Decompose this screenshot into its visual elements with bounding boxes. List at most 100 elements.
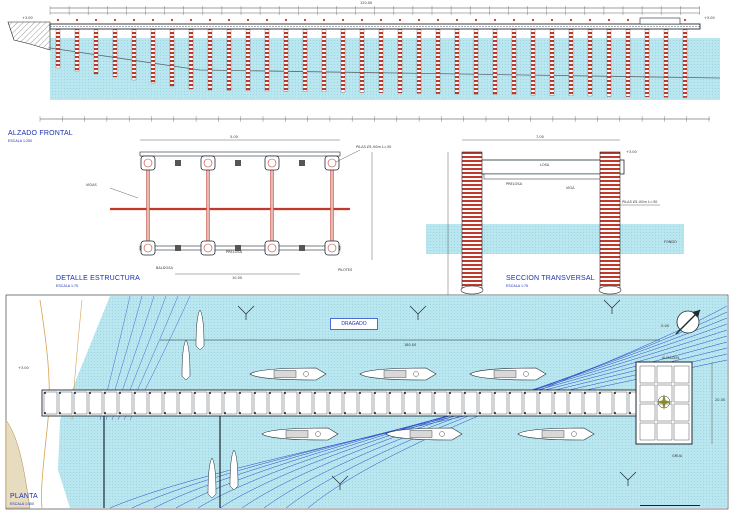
- frontal-title: ALZADO FRONTAL: [8, 130, 73, 137]
- plan-platform-cell: [656, 365, 673, 384]
- plan-pier-pile: [434, 412, 436, 414]
- plan-pier-cell: [538, 391, 553, 415]
- boat-mast: [413, 371, 419, 377]
- plan-pier-pile: [479, 392, 481, 394]
- plan-pier-pile: [569, 412, 571, 414]
- plan-pier-pile: [164, 392, 166, 394]
- plan-pier-cell: [433, 391, 448, 415]
- plan-shore-sand: [5, 419, 31, 509]
- plan-pier-pile: [614, 392, 616, 394]
- detail-pile: [267, 158, 277, 168]
- plan-pier-pile: [629, 412, 631, 414]
- plan-pier-pile: [389, 392, 391, 394]
- plan-contour: [131, 353, 728, 509]
- plan-platform-cell: [673, 422, 690, 441]
- plan-pier-pile: [224, 392, 226, 394]
- plan-pier-cell: [583, 391, 598, 415]
- plan-pier-pile: [569, 392, 571, 394]
- section-pile-right: [599, 151, 621, 291]
- frontal-pile: [302, 28, 308, 92]
- section-label-c: VIGA: [566, 186, 575, 190]
- frontal-pile: [454, 28, 460, 95]
- detail-pile: [203, 243, 213, 253]
- plan-pier-pile: [509, 412, 511, 414]
- section-label-d: PILAS Ø1.00m L=30: [622, 200, 658, 204]
- boat-mast: [303, 371, 309, 377]
- frontal-pile: [226, 28, 232, 91]
- plan-view: [5, 294, 729, 510]
- detail-bolt: [299, 160, 305, 166]
- plan-pier-pile: [374, 412, 376, 414]
- frontal-pile-marker: [417, 18, 421, 22]
- frontal-pile: [682, 28, 688, 98]
- plan-pier-cell: [373, 391, 388, 415]
- plan-pier-pile: [614, 412, 616, 414]
- section-label-e: +3.00: [626, 150, 637, 154]
- plan-pier-cell: [448, 391, 463, 415]
- plan-pier-pile: [344, 392, 346, 394]
- frontal-pile-marker: [531, 18, 535, 22]
- frontal-pile: [530, 28, 536, 96]
- plan-pier-cell: [283, 391, 298, 415]
- plan-platform-cell: [656, 422, 673, 441]
- plan-pier-cell: [193, 391, 208, 415]
- plan-pier-cell: [478, 391, 493, 415]
- frontal-pile-marker: [56, 18, 60, 22]
- plan-contour: [219, 329, 728, 509]
- boat-mast: [523, 371, 529, 377]
- plan-pier-cell: [463, 391, 478, 415]
- detail-dim-b: 10.00: [232, 276, 243, 280]
- plan-platform-cell: [673, 384, 690, 403]
- plan-boats-vertical: [181, 309, 239, 499]
- section-label-a: LOSA: [540, 163, 550, 167]
- plan-pier-pile: [59, 412, 61, 414]
- boat-mast: [315, 431, 321, 437]
- frontal-pile-marker: [341, 18, 345, 22]
- frontal-pile: [606, 28, 612, 97]
- frontal-pile-marker: [227, 18, 231, 22]
- plan-contour: [109, 359, 728, 509]
- section-label-f: FONDO: [664, 240, 677, 244]
- plan-scale: ESCALA 1:500: [10, 502, 34, 506]
- plan-pier-cell: [103, 391, 118, 415]
- plan-pier-pile: [119, 392, 121, 394]
- section-prelosa: [483, 173, 619, 180]
- plan-pier-pile: [539, 412, 541, 414]
- frontal-pile: [663, 28, 669, 98]
- plan-pier-cell: [598, 391, 613, 415]
- detail-bolt: [175, 245, 181, 251]
- frontal-pile-marker: [626, 18, 630, 22]
- frontal-pile-marker: [151, 18, 155, 22]
- title-block-edge: [640, 505, 700, 514]
- plan-pier-pile: [59, 392, 61, 394]
- frontal-pile-marker: [75, 18, 79, 22]
- detail-pile: [327, 158, 337, 168]
- plan-arrows: [237, 299, 637, 490]
- plan-pier-pile: [74, 412, 76, 414]
- frontal-pile-marker: [607, 18, 611, 22]
- plan-pier-cell: [493, 391, 508, 415]
- plan-pier-pile: [104, 412, 106, 414]
- frontal-pile: [283, 28, 289, 92]
- plan-pier-pile: [44, 412, 46, 414]
- plan-pier-pile: [419, 412, 421, 414]
- plan-pier-cell: [268, 391, 283, 415]
- plan-pier-pile: [194, 392, 196, 394]
- frontal-pile: [625, 28, 631, 97]
- detail-bolt: [175, 160, 181, 166]
- boat-mast: [439, 431, 445, 437]
- plan-pier-pile: [359, 392, 361, 394]
- plan-pier-pile: [209, 392, 211, 394]
- frontal-pile: [207, 28, 213, 91]
- boat-cabin: [285, 430, 309, 438]
- plan-pier-cell: [133, 391, 148, 415]
- frontal-pile-marker: [322, 18, 326, 22]
- plan-pier-pile: [374, 392, 376, 394]
- vertical-boat-hull: [229, 449, 239, 491]
- frontal-pile-marker: [189, 18, 193, 22]
- section-pile-foot-left: [460, 285, 484, 295]
- plan-label-b: GRUA: [672, 454, 683, 458]
- frontal-pile-marker: [94, 18, 98, 22]
- section-label-b: PRELOSA: [506, 182, 523, 186]
